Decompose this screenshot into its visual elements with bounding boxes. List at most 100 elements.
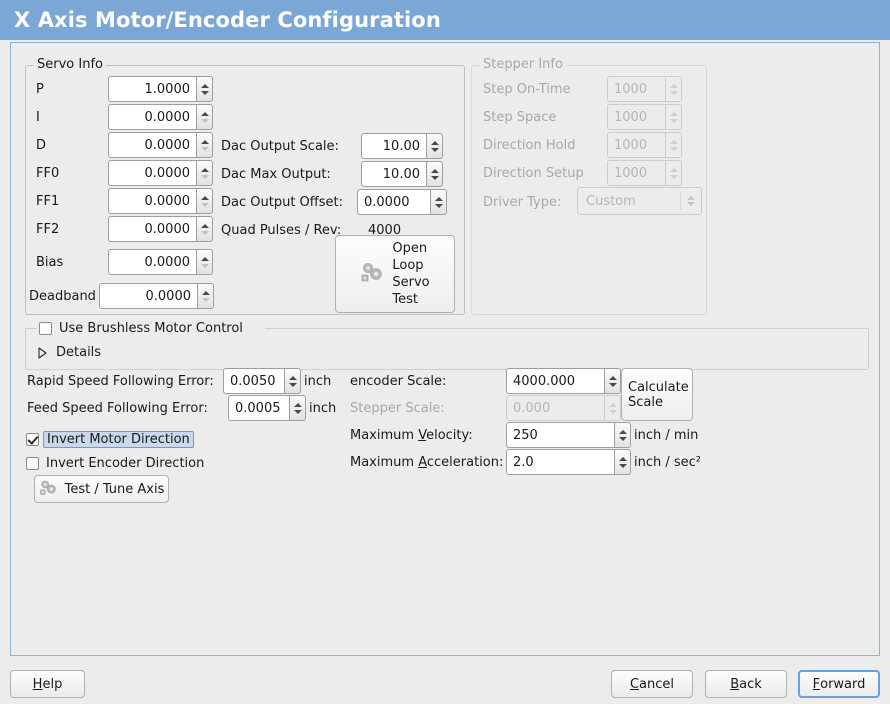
servo-input-i-value[interactable]: 0.0000 bbox=[108, 104, 196, 130]
invert-motor-direction-checkbox-box[interactable] bbox=[26, 433, 39, 446]
servo-input-ff0-spinner[interactable] bbox=[196, 160, 213, 186]
servo-input-bias-spinner[interactable] bbox=[196, 249, 213, 275]
servo-input-ff0-value[interactable]: 0.0000 bbox=[108, 160, 196, 186]
servo-input-deadband-value[interactable]: 0.0000 bbox=[99, 283, 197, 309]
dac-output-offset-spinner[interactable] bbox=[430, 189, 447, 215]
servo-input-p-spinner[interactable] bbox=[196, 76, 213, 102]
dac-output-scale-input[interactable]: 10.00 bbox=[361, 133, 443, 159]
dac-output-scale-value[interactable]: 10.00 bbox=[361, 133, 426, 159]
rapid-speed-following-error-value[interactable]: 0.0050 bbox=[223, 368, 284, 394]
maximum-velocity-label: Maximum Velocity: bbox=[350, 428, 473, 443]
dac-output-offset-input[interactable]: 0.0000 bbox=[357, 189, 447, 215]
feed-speed-following-error-spinner[interactable] bbox=[289, 395, 306, 421]
rapid-speed-following-error-spinner[interactable] bbox=[284, 368, 301, 394]
servo-label-p: P bbox=[36, 82, 44, 97]
servo-input-ff0[interactable]: 0.0000 bbox=[108, 160, 213, 186]
maximum-velocity-input[interactable]: 250 bbox=[506, 422, 631, 448]
servo-label-d: D bbox=[36, 138, 47, 153]
dac-output-scale-label: Dac Output Scale: bbox=[221, 139, 339, 154]
encoder-scale-value[interactable]: 4000.000 bbox=[506, 368, 604, 394]
servo-input-deadband[interactable]: 0.0000 bbox=[99, 283, 214, 309]
quad-pulses-value: 4000 bbox=[368, 223, 402, 238]
help-label-post: elp bbox=[42, 676, 63, 692]
invert-encoder-direction-checkbox-box[interactable] bbox=[26, 457, 39, 470]
maximum-velocity-value[interactable]: 250 bbox=[506, 422, 614, 448]
invert-motor-direction-checkbox[interactable]: Invert Motor Direction bbox=[26, 431, 194, 448]
stepper-input-direction-hold: 1000 bbox=[607, 132, 682, 158]
encoder-scale-spinner[interactable] bbox=[604, 368, 621, 394]
dac-max-output-label: Dac Max Output: bbox=[221, 167, 331, 182]
dac-output-scale-spinner[interactable] bbox=[426, 133, 443, 159]
servo-input-ff2[interactable]: 0.0000 bbox=[108, 216, 213, 242]
encoder-scale-input[interactable]: 4000.000 bbox=[506, 368, 621, 394]
gears-icon bbox=[360, 261, 386, 287]
open-loop-line-2: Loop bbox=[392, 258, 424, 273]
invert-encoder-direction-checkbox[interactable]: Invert Encoder Direction bbox=[26, 456, 204, 471]
servo-input-ff1-value[interactable]: 0.0000 bbox=[108, 188, 196, 214]
servo-input-d[interactable]: 0.0000 bbox=[108, 132, 213, 158]
servo-input-ff1-spinner[interactable] bbox=[196, 188, 213, 214]
servo-input-p[interactable]: 1.0000 bbox=[108, 76, 213, 102]
stepper-scale-label: Stepper Scale: bbox=[350, 401, 445, 416]
maximum-acceleration-value[interactable]: 2.0 bbox=[506, 449, 614, 475]
stepper-scale-spinner bbox=[604, 395, 621, 421]
feed-speed-following-error-input[interactable]: 0.0005 bbox=[228, 395, 306, 421]
dac-max-output-value[interactable]: 10.00 bbox=[361, 161, 426, 187]
dac-max-output-spinner[interactable] bbox=[426, 161, 443, 187]
open-loop-servo-test-button[interactable]: Open Loop Servo Test bbox=[335, 235, 455, 313]
use-brushless-checkbox-label: Use Brushless Motor Control bbox=[59, 321, 243, 336]
servo-input-ff2-spinner[interactable] bbox=[196, 216, 213, 242]
feed-speed-following-error-value[interactable]: 0.0005 bbox=[228, 395, 289, 421]
servo-input-ff2-value[interactable]: 0.0000 bbox=[108, 216, 196, 242]
stepper-scale-value: 0.000 bbox=[506, 395, 604, 421]
stepper-input-step-space: 1000 bbox=[607, 104, 682, 130]
dac-max-output-input[interactable]: 10.00 bbox=[361, 161, 443, 187]
servo-info-frame-label: Servo Info bbox=[34, 57, 106, 72]
maximum-velocity-unit: inch / min bbox=[634, 428, 699, 443]
servo-input-p-value[interactable]: 1.0000 bbox=[108, 76, 196, 102]
feed-speed-following-error-unit: inch bbox=[309, 401, 337, 416]
test-tune-axis-label: Test / Tune Axis bbox=[64, 481, 165, 497]
open-loop-line-4: Test bbox=[392, 292, 418, 307]
max-accel-label-mnemonic: A bbox=[418, 455, 427, 470]
dac-output-offset-value[interactable]: 0.0000 bbox=[357, 189, 430, 215]
max-accel-label-post: cceleration: bbox=[426, 455, 504, 470]
use-brushless-motor-control-checkbox[interactable]: Use Brushless Motor Control bbox=[39, 321, 243, 336]
invert-encoder-direction-label: Invert Encoder Direction bbox=[46, 456, 205, 471]
cancel-label-mnemonic: C bbox=[629, 676, 640, 692]
stepper-label-direction-hold: Direction Hold bbox=[483, 138, 576, 153]
servo-input-ff1[interactable]: 0.0000 bbox=[108, 188, 213, 214]
rapid-speed-following-error-input[interactable]: 0.0050 bbox=[223, 368, 301, 394]
servo-input-deadband-spinner[interactable] bbox=[197, 283, 214, 309]
servo-input-d-value[interactable]: 0.0000 bbox=[108, 132, 196, 158]
servo-input-bias[interactable]: 0.0000 bbox=[108, 249, 213, 275]
calculate-scale-button[interactable]: Calculate Scale bbox=[621, 368, 693, 421]
brushless-frame-top-line-left bbox=[25, 328, 37, 329]
maximum-acceleration-input[interactable]: 2.0 bbox=[506, 449, 631, 475]
servo-input-bias-value[interactable]: 0.0000 bbox=[108, 249, 196, 275]
details-expander[interactable]: Details bbox=[38, 345, 101, 360]
stepper-input-direction-setup-spinner bbox=[665, 160, 682, 186]
driver-type-label: Driver Type: bbox=[483, 195, 562, 210]
servo-input-d-spinner[interactable] bbox=[196, 132, 213, 158]
maximum-acceleration-unit: inch / sec² bbox=[634, 455, 702, 470]
servo-info-frame: Servo Info bbox=[25, 57, 465, 315]
servo-input-i[interactable]: 0.0000 bbox=[108, 104, 213, 130]
stepper-label-step-space: Step Space bbox=[483, 110, 557, 125]
stepper-input-step-on-time-spinner bbox=[665, 76, 682, 102]
stepper-label-direction-setup: Direction Setup bbox=[483, 166, 584, 181]
maximum-acceleration-spinner[interactable] bbox=[614, 449, 631, 475]
maximum-velocity-spinner[interactable] bbox=[614, 422, 631, 448]
use-brushless-checkbox-box[interactable] bbox=[39, 322, 52, 335]
stepper-input-direction-hold-value: 1000 bbox=[607, 132, 665, 158]
test-tune-axis-button[interactable]: Test / Tune Axis bbox=[34, 475, 169, 503]
stepper-input-step-on-time: 1000 bbox=[607, 76, 682, 102]
servo-input-i-spinner[interactable] bbox=[196, 104, 213, 130]
max-velocity-label-mnemonic: V bbox=[418, 428, 427, 443]
forward-label-mnemonic: F bbox=[812, 676, 821, 692]
